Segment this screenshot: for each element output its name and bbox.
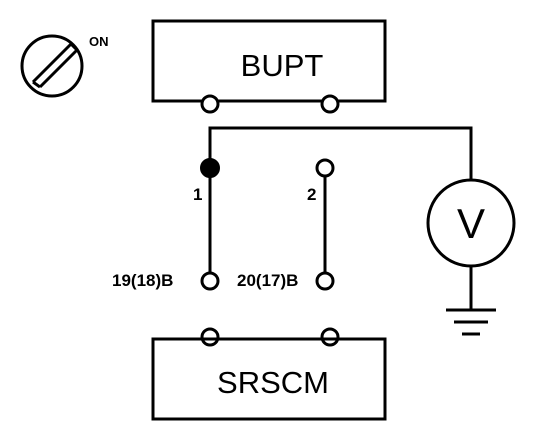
srscm-module-label: SRSCM [217, 365, 329, 400]
bupt-module-label: BUPT [241, 48, 324, 83]
ignition-switch-icon [20, 34, 84, 98]
pin-19-terminal [200, 271, 220, 291]
pin-1-probe-dot [200, 158, 220, 178]
srscm-module-box [151, 337, 387, 421]
bupt-terminal-left [200, 94, 220, 114]
wire-pin1-to-voltmeter [208, 126, 473, 179]
pin-20-terminal [315, 271, 335, 291]
srscm-terminal-right [320, 327, 340, 347]
pin-20-label: 20(17)B [237, 271, 298, 290]
bupt-module-box [151, 19, 387, 103]
pin-19-label: 19(18)B [112, 271, 173, 290]
pin-2-terminal [315, 158, 335, 178]
bupt-terminal-right [320, 94, 340, 114]
pin-1-label: 1 [193, 185, 202, 204]
ground-icon [446, 308, 496, 336]
voltmeter-symbol: V [457, 200, 485, 247]
pin-2-label: 2 [307, 185, 316, 204]
ignition-state-label: ON [89, 34, 109, 49]
srscm-terminal-left [200, 327, 220, 347]
